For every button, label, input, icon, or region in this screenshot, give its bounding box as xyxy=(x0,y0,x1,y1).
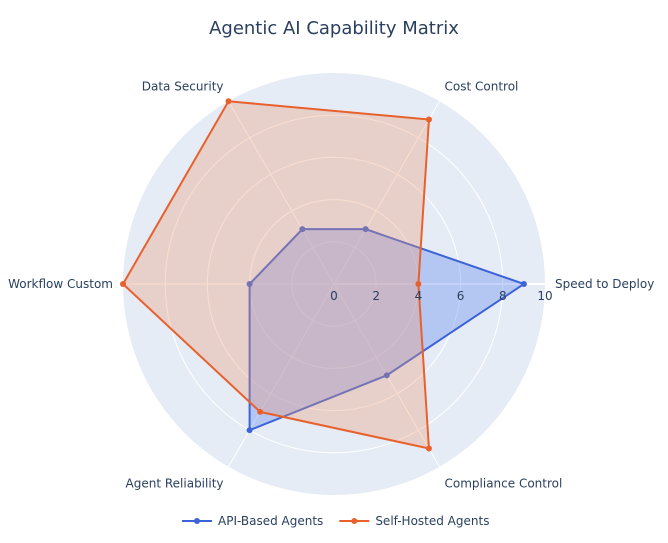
legend-item[interactable]: API-Based Agents xyxy=(182,514,323,528)
angular-gridline xyxy=(333,101,440,285)
angular-axis-label: Cost Control xyxy=(445,80,519,94)
angular-axis-label: Agent Reliability xyxy=(126,476,224,490)
legend-item[interactable]: Self-Hosted Agents xyxy=(339,514,489,528)
angular-axis-label: Workflow Custom xyxy=(8,277,113,291)
data-point[interactable] xyxy=(225,98,232,105)
data-point[interactable] xyxy=(120,281,126,287)
angular-axis-label: Data Security xyxy=(142,80,224,94)
angular-axis-label: Speed to Deploy xyxy=(555,277,654,291)
data-point[interactable] xyxy=(415,281,422,287)
legend-marker-icon xyxy=(351,518,358,524)
legend-label: API-Based Agents xyxy=(218,514,323,528)
data-point[interactable] xyxy=(520,281,527,287)
series-self-hosted xyxy=(120,98,432,452)
radial-tick-label: 2 xyxy=(372,289,380,303)
data-point[interactable] xyxy=(425,445,432,452)
radial-tick-label: 8 xyxy=(499,289,507,303)
data-point[interactable] xyxy=(246,281,253,287)
angular-gridline xyxy=(228,101,335,285)
angular-gridline xyxy=(228,283,335,467)
data-point[interactable] xyxy=(257,408,264,415)
series-api-based xyxy=(246,226,527,434)
data-point[interactable] xyxy=(362,226,369,233)
legend-label: Self-Hosted Agents xyxy=(375,514,489,528)
data-point[interactable] xyxy=(299,226,306,233)
data-point[interactable] xyxy=(383,372,390,379)
radial-tick-label: 0 xyxy=(330,289,338,303)
data-point[interactable] xyxy=(246,427,253,434)
legend-marker-icon xyxy=(194,518,200,524)
data-point[interactable] xyxy=(425,116,432,123)
chart-title: Agentic AI Capability Matrix xyxy=(209,18,459,39)
radial-tick-label: 10 xyxy=(537,289,552,303)
angular-axis-label: Compliance Control xyxy=(445,476,563,490)
radial-tick-label: 6 xyxy=(457,289,465,303)
legend: API-Based Agents Self-Hosted Agents xyxy=(182,514,489,528)
radial-tick-label: 4 xyxy=(415,289,423,303)
